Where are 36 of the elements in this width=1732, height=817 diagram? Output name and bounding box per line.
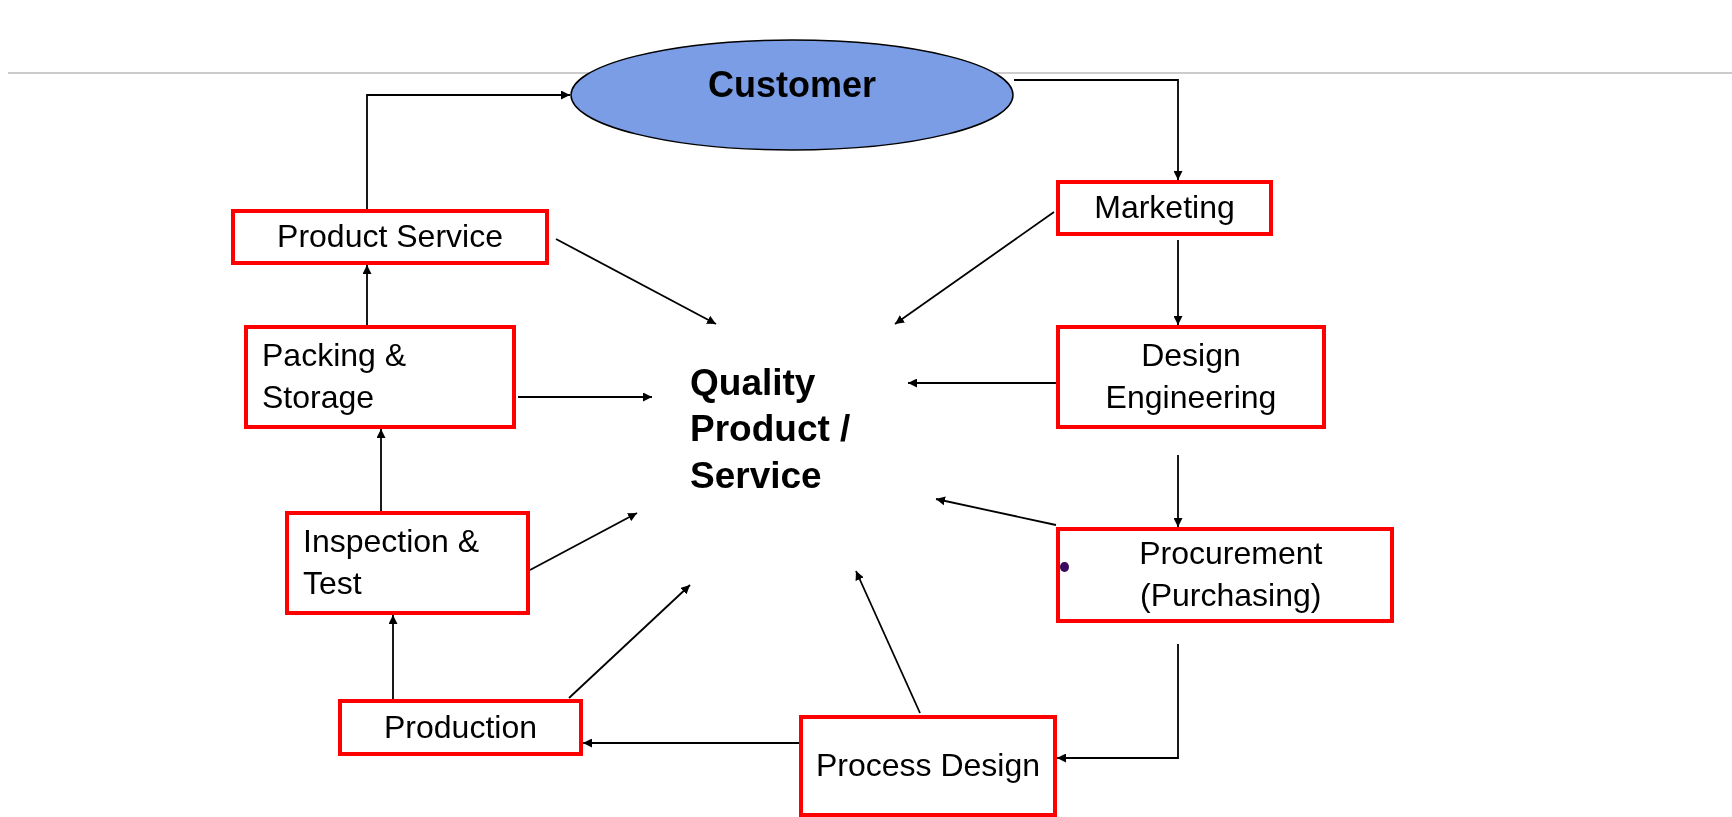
arrow <box>1173 239 1183 326</box>
arrow <box>907 378 1057 388</box>
arrow <box>388 614 398 700</box>
process-box <box>244 325 516 429</box>
arrow <box>1056 643 1179 763</box>
arrow <box>582 738 800 748</box>
center-title: Quality Product / Service <box>690 361 852 498</box>
process-box <box>1056 180 1273 236</box>
process-box <box>799 715 1057 817</box>
process-box <box>338 699 583 756</box>
ellipse-node <box>570 39 1014 151</box>
node-label: Process Design <box>815 746 1041 786</box>
node-label: Production <box>384 707 537 747</box>
node-label: Marketing <box>1094 188 1235 228</box>
arrow <box>362 264 372 326</box>
arrow <box>517 392 653 402</box>
arrow <box>529 512 638 571</box>
process-box <box>285 511 530 615</box>
node-label: Packing & Storage <box>262 336 408 417</box>
node-label: Product Service <box>277 217 503 257</box>
node-label: Inspection & Test <box>303 522 481 603</box>
arrow <box>1013 79 1183 181</box>
arrow <box>855 570 921 714</box>
arrow <box>894 211 1055 325</box>
process-box <box>1056 325 1326 429</box>
arrow <box>568 584 691 699</box>
process-box <box>1056 527 1394 623</box>
arrow <box>376 428 386 512</box>
node-title: Customer <box>708 62 876 107</box>
node-label: Design Engineering <box>1104 336 1278 417</box>
arrow <box>1173 454 1183 528</box>
node-label: Procurement (Purchasing) <box>1138 534 1324 615</box>
arrow <box>935 496 1057 526</box>
process-box <box>231 209 549 265</box>
arrow <box>555 238 717 325</box>
arrow <box>366 90 571 210</box>
